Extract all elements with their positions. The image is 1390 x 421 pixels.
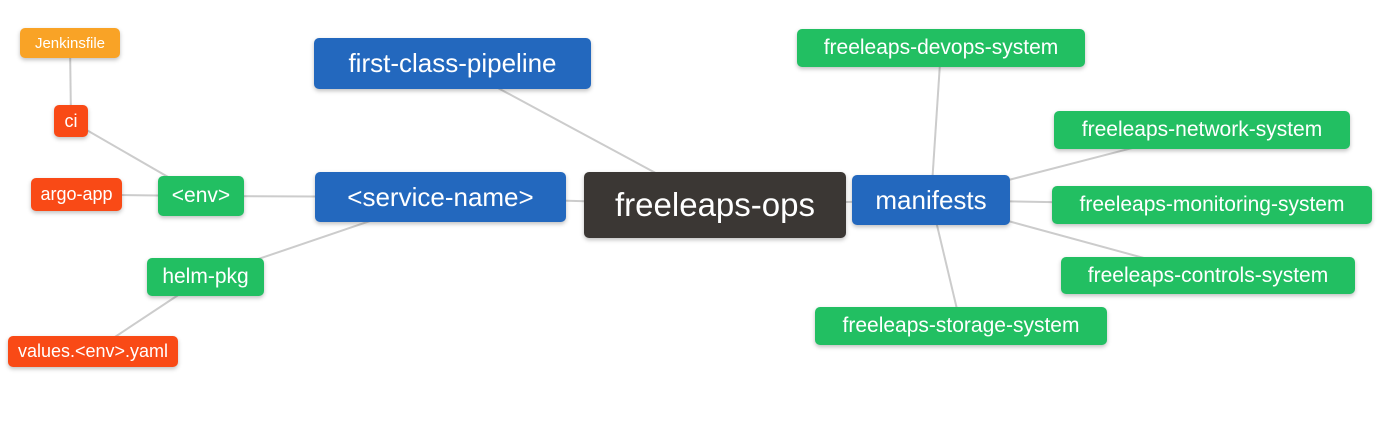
node-jenkinsfile[interactable]: Jenkinsfile	[20, 28, 120, 58]
node-values[interactable]: values.<env>.yaml	[8, 336, 178, 367]
node-monitoring[interactable]: freeleaps-monitoring-system	[1052, 186, 1372, 224]
node-manifests[interactable]: manifests	[852, 175, 1010, 225]
node-helm-pkg[interactable]: helm-pkg	[147, 258, 264, 296]
node-argo-app[interactable]: argo-app	[31, 178, 122, 211]
node-network[interactable]: freeleaps-network-system	[1054, 111, 1350, 149]
node-env[interactable]: <env>	[158, 176, 244, 216]
node-storage[interactable]: freeleaps-storage-system	[815, 307, 1107, 345]
node-controls[interactable]: freeleaps-controls-system	[1061, 257, 1355, 294]
node-devops[interactable]: freeleaps-devops-system	[797, 29, 1085, 67]
node-ops[interactable]: freeleaps-ops	[584, 172, 846, 238]
node-service[interactable]: <service-name>	[315, 172, 566, 222]
edge-manifests-devops	[930, 47, 942, 201]
node-fcp[interactable]: first-class-pipeline	[314, 38, 591, 89]
node-ci[interactable]: ci	[54, 105, 88, 137]
